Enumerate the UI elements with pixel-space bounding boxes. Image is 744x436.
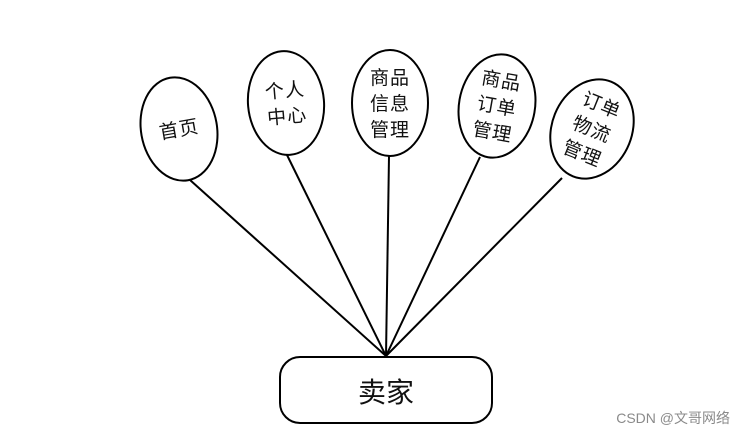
root-box (279, 356, 493, 424)
connector-order (385, 156, 481, 357)
module-label-profile-0: 个人 (264, 78, 306, 103)
module-ellipse-logistics (549, 78, 635, 180)
module-label-product-1: 信息 (370, 93, 410, 115)
connector-product (385, 155, 390, 357)
connector-logistics (385, 177, 563, 357)
root-label: 卖家 (358, 376, 414, 409)
watermark: CSDN @文哥网络 (616, 410, 730, 426)
connector-profile (286, 154, 387, 357)
root-node: 卖家 (279, 356, 493, 424)
module-node-home: 首页 (139, 76, 219, 182)
module-ellipse-order (457, 53, 537, 159)
module-label-product-0: 商品 (370, 67, 410, 89)
connectors (189, 154, 563, 357)
module-ellipse-profile (246, 50, 326, 156)
module-ellipse-product (351, 49, 429, 157)
connector-home (189, 179, 387, 357)
module-label-product-2: 管理 (370, 119, 410, 141)
module-label-profile-1: 中心 (266, 104, 308, 129)
